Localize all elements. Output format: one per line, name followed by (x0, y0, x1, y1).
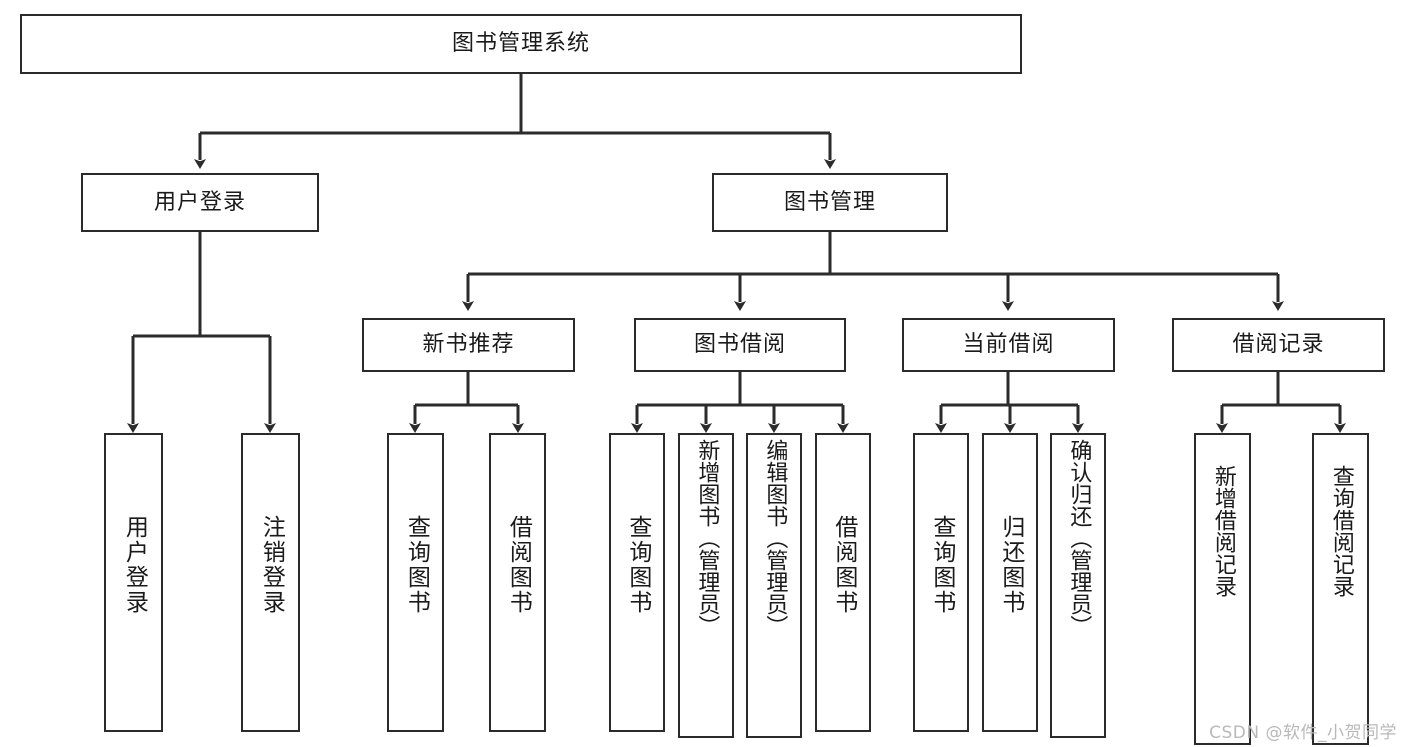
node-leaf-confirm-return[interactable]: 确认归还（管理员） (1050, 433, 1106, 738)
node-label: 用户登录 (153, 189, 246, 215)
node-label: 图书借阅 (693, 332, 786, 357)
node-borrow-record[interactable]: 借阅记录 (1172, 318, 1385, 372)
node-leaf-return-book[interactable]: 归还图书 (982, 433, 1038, 732)
node-leaf-borrow-book-1[interactable]: 借阅图书 (489, 433, 546, 732)
node-label: 借阅图书 (505, 515, 532, 615)
node-leaf-query-book-2[interactable]: 查询图书 (609, 433, 665, 732)
root-to-level2-connectors (194, 74, 836, 169)
current-borrow-to-leaves-connectors (935, 372, 1084, 433)
node-label: 查询图书 (403, 515, 430, 615)
user-login-to-leaves-connectors (127, 232, 276, 433)
book-borrow-to-leaves-connectors (631, 372, 849, 433)
node-label: 借阅记录 (1232, 332, 1325, 357)
node-label: 新增借阅记录 (1210, 465, 1236, 597)
node-label: 新增图书（管理员） (694, 439, 720, 637)
node-user-login[interactable]: 用户登录 (81, 173, 319, 232)
node-label: 图书管理 (783, 189, 876, 215)
borrow-record-to-leaves-connectors (1216, 372, 1346, 433)
node-new-book-recommend[interactable]: 新书推荐 (362, 318, 575, 372)
node-leaf-query-book-1[interactable]: 查询图书 (387, 433, 444, 732)
node-label: 新书推荐 (422, 332, 515, 357)
node-label: 用户登录 (121, 515, 148, 615)
node-label: 图书管理系统 (451, 31, 590, 56)
node-leaf-query-book-3[interactable]: 查询图书 (913, 433, 969, 732)
node-leaf-logout[interactable]: 注销登录 (241, 433, 300, 732)
node-label: 归还图书 (997, 515, 1024, 615)
book-management-to-level3-connectors (462, 232, 1284, 311)
node-label: 确认归还（管理员） (1066, 439, 1092, 637)
node-label: 查询借阅记录 (1328, 465, 1354, 597)
node-leaf-query-record[interactable]: 查询借阅记录 (1312, 433, 1369, 745)
node-current-borrow[interactable]: 当前借阅 (902, 318, 1115, 372)
node-book-management[interactable]: 图书管理 (712, 173, 948, 232)
node-leaf-borrow-book-2[interactable]: 借阅图书 (815, 433, 871, 732)
node-leaf-add-record[interactable]: 新增借阅记录 (1194, 433, 1251, 745)
node-label: 当前借阅 (962, 332, 1055, 357)
node-label: 编辑图书（管理员） (762, 439, 788, 637)
node-leaf-user-login[interactable]: 用户登录 (104, 433, 163, 732)
node-leaf-add-book[interactable]: 新增图书（管理员） (678, 433, 734, 738)
node-label: 借阅图书 (830, 515, 857, 615)
new-book-recommend-to-leaves-connectors (409, 372, 524, 433)
node-book-borrow[interactable]: 图书借阅 (634, 318, 846, 372)
node-label: 查询图书 (624, 515, 651, 615)
node-label: 查询图书 (928, 515, 955, 615)
node-leaf-edit-book[interactable]: 编辑图书（管理员） (746, 433, 802, 738)
node-root-system[interactable]: 图书管理系统 (20, 14, 1022, 74)
node-label: 注销登录 (258, 515, 285, 615)
